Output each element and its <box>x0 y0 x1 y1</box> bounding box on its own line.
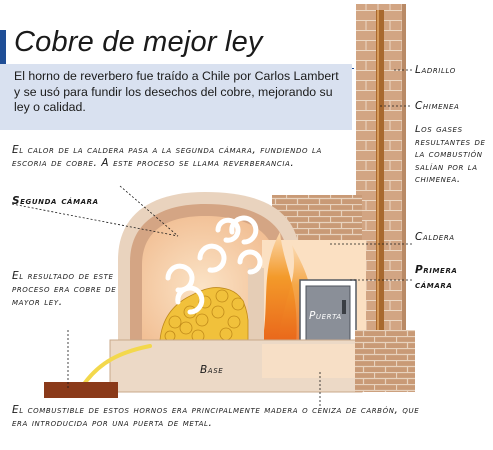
label-primera-camara-1: Primera <box>415 264 458 276</box>
label-caldera: Caldera <box>415 231 455 243</box>
copper-outflow <box>44 344 152 398</box>
note-combustible: El combustible de estos hornos era princ… <box>12 404 420 429</box>
label-ladrillo: Ladrillo <box>415 64 456 76</box>
label-primera-camara-2: cámara <box>415 279 453 291</box>
copper-pile <box>159 287 249 343</box>
heat-swirls <box>165 215 263 315</box>
label-segunda-camara: Segunda cámara <box>12 195 99 207</box>
base <box>109 330 415 393</box>
intro-box: El horno de reverbero fue traído a Chile… <box>0 64 352 130</box>
page-title: Cobre de mejor ley <box>14 26 263 58</box>
label-puerta: Puerta <box>309 310 342 322</box>
note-calor: El calor de la caldera pasa a la segunda… <box>12 144 322 169</box>
title-accent-bar <box>0 30 6 64</box>
label-base: Base <box>200 364 224 376</box>
note-resultado: El resultado de este proceso era cobre d… <box>12 270 117 308</box>
intro-text: El horno de reverbero fue traído a Chile… <box>14 69 339 114</box>
label-chimenea: Chimenea <box>415 100 460 112</box>
leader-lines <box>11 69 412 408</box>
metal-door <box>299 279 357 351</box>
divider-wall <box>248 268 264 348</box>
note-gases: Los gases resultantes de la combustión s… <box>415 124 486 185</box>
